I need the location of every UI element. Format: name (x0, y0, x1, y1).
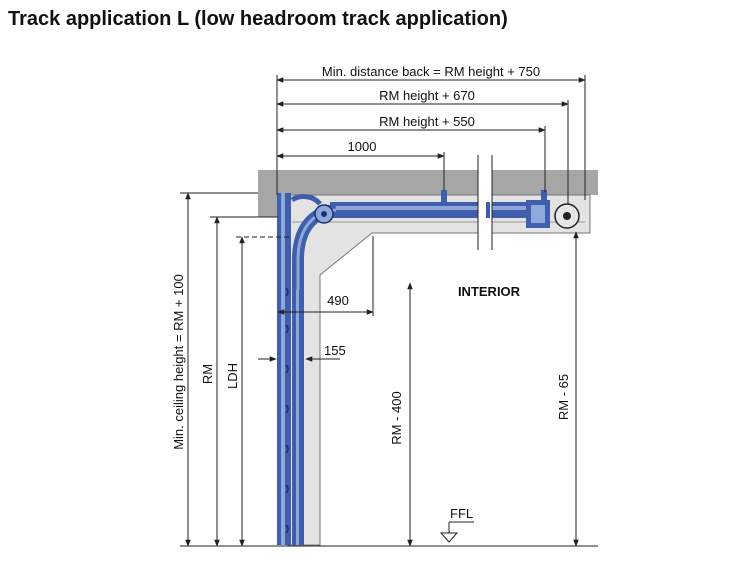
ldh-label: LDH (225, 363, 240, 389)
vertical-track-highlight (296, 290, 299, 545)
lintel (258, 195, 278, 217)
min-distance-back-label: Min. distance back = RM height + 750 (322, 64, 540, 79)
door-leaf-highlight (281, 193, 285, 545)
break-gap (478, 160, 492, 250)
dim-155-label: 155 (324, 343, 346, 358)
rm-height-670-label: RM height + 670 (379, 88, 475, 103)
ffl-marker (439, 532, 459, 543)
interior-label: INTERIOR (458, 284, 521, 299)
rm-height-550-label: RM height + 550 (379, 114, 475, 129)
track-bracket-plate (287, 194, 591, 546)
door-hinges (285, 287, 289, 534)
rm-label: RM (200, 364, 215, 384)
diagram-title: Track application L (low headroom track … (8, 8, 508, 30)
rear-hanger (541, 190, 547, 202)
ceiling-hanger (441, 190, 447, 204)
dim-490-label: 490 (327, 293, 349, 308)
top-corner-bracket (290, 194, 322, 206)
break-track-stub (486, 202, 490, 218)
dim-1000-label: 1000 (348, 139, 377, 154)
rm-400-label: RM - 400 (389, 391, 404, 444)
horizontal-track-highlight (330, 206, 550, 210)
min-ceiling-height-label: Min. ceiling height = RM + 100 (171, 274, 186, 450)
ffl-label: FFL (450, 506, 473, 521)
rm-65-label: RM - 65 (556, 374, 571, 420)
